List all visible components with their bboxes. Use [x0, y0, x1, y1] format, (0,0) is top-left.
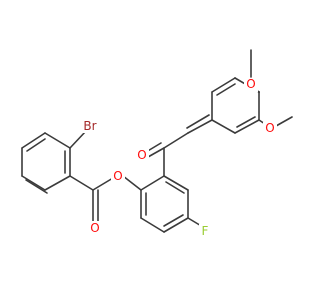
- bond-double-inner: [165, 181, 185, 194]
- bond-ring-carbonyl: [69, 175, 94, 191]
- bond-meta-o-ch3: [275, 116, 293, 127]
- bond-double-inner: [163, 214, 184, 227]
- bond-alkene: [187, 119, 213, 134]
- ketone-oxygen-label: O: [137, 148, 146, 162]
- bond-ketone-alkene: [163, 132, 189, 149]
- f-label-bg: [199, 224, 211, 238]
- bond: [44, 175, 71, 191]
- dimethoxyphenyl-ring: [211, 77, 260, 134]
- bond: [211, 119, 236, 134]
- bond-alkene-double: [186, 114, 210, 129]
- bond-double-inner: [25, 179, 48, 194]
- bond-c-br: [69, 130, 87, 149]
- bond-olink-ring: [122, 175, 142, 191]
- molecule-canvas: Br O O O O O F: [21, 49, 293, 238]
- bond-double-inner: [26, 138, 46, 152]
- bond: [234, 119, 260, 134]
- bond: [140, 175, 165, 191]
- bromine-label: Br: [83, 119, 96, 133]
- o-label-bg: [111, 170, 125, 184]
- methoxy-top-oxygen-label: O: [246, 77, 255, 91]
- bond-double-inner: [216, 83, 236, 96]
- bond-ketone-co: [147, 147, 165, 158]
- o-label-bg: [263, 122, 277, 136]
- ester-carbonyl-oxygen-label: O: [90, 221, 99, 235]
- bond: [21, 132, 46, 149]
- bond-double-inner: [236, 116, 256, 128]
- structure-diagram: Br O O O O O F: [21, 49, 293, 238]
- bond: [163, 175, 189, 191]
- bond: [211, 77, 236, 93]
- bond: [163, 217, 189, 233]
- o-label-bg: [135, 148, 149, 162]
- methoxy-mid-oxygen-label: O: [265, 121, 274, 135]
- o-label-bg: [244, 78, 258, 92]
- fluorine-label: F: [202, 224, 209, 238]
- fluorophenyl-ring: [140, 175, 189, 233]
- ester-link-oxygen-label: O: [113, 169, 122, 183]
- br-label-bg: [80, 119, 100, 133]
- bond: [44, 132, 71, 149]
- o-label-bg: [88, 221, 102, 235]
- bromophenyl-ring: [21, 132, 71, 194]
- bond-ester-c-olink: [92, 177, 114, 191]
- bond: [21, 175, 46, 191]
- bond: [140, 217, 165, 233]
